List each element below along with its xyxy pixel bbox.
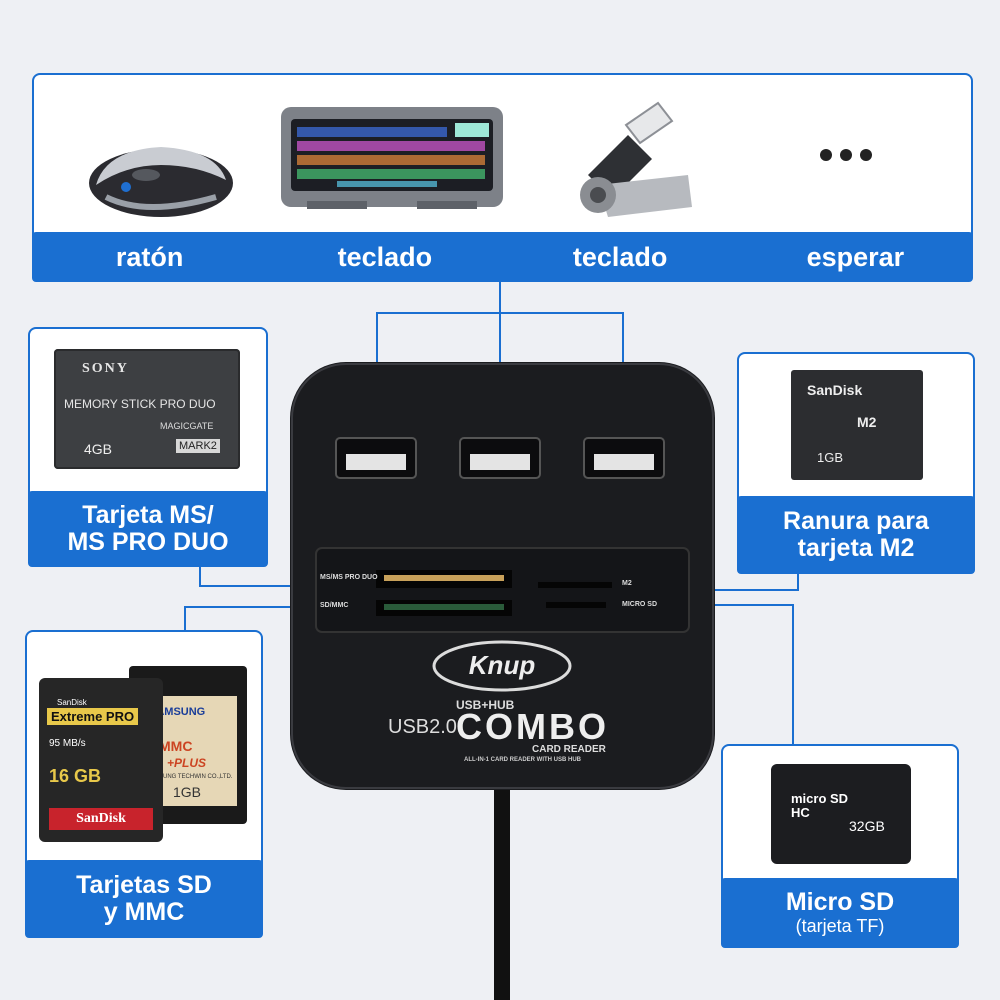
m2-card-panel: SanDisk M2 1GB Ranura para tarjeta M2 xyxy=(737,352,975,574)
micro-sd-label-bar: Micro SD (tarjeta TF) xyxy=(721,878,959,948)
sd-brand: SanDisk xyxy=(57,698,87,707)
label-flash-drive: teclado xyxy=(572,241,668,272)
mmc-type: MMC xyxy=(159,738,193,754)
micro-sd-label-line2: (tarjeta TF) xyxy=(795,915,885,936)
sd-label-bar: Tarjetas SD y MMC xyxy=(25,860,263,938)
m2-label-bar: Ranura para tarjeta M2 xyxy=(737,496,975,574)
m2-capacity: 1GB xyxy=(817,450,844,465)
slot-label-micro: MICRO SD xyxy=(622,601,657,608)
micro-sd-label-line1: Micro SD xyxy=(785,888,895,917)
ms-label-line2: MS PRO DUO xyxy=(67,528,229,556)
hub-allinone: ALL-IN-1 CARD READER WITH USB HUB xyxy=(464,757,581,763)
ms-label-bar: Tarjeta MS/ MS PRO DUO xyxy=(28,491,268,567)
ms-mark: MARK2 xyxy=(176,439,220,453)
mmc-brand: SAMSUNG xyxy=(149,706,206,718)
hub-brand: Knup xyxy=(468,650,536,680)
ms-model: MEMORY STICK PRO DUO xyxy=(64,397,216,411)
m2-card-image: SanDisk M2 1GB xyxy=(791,370,923,480)
ellipsis-icon xyxy=(816,145,876,165)
label-mouse: ratón xyxy=(115,241,184,272)
m2-label-line1: Ranura para xyxy=(783,506,929,535)
m2-label-line2: tarjeta M2 xyxy=(797,534,915,562)
sd-card-image: SanDisk Extreme PRO 95 MB/s 16 GB SanDis… xyxy=(39,678,163,842)
hub-usb: USB2.0 xyxy=(388,716,457,738)
sd-speed: 95 MB/s xyxy=(49,738,86,749)
sd-capacity: 16 GB xyxy=(49,766,102,786)
sd-card-panel: SAMSUNG MMC +PLUS SUNG TECHWIN CO.,LTD. … xyxy=(25,630,263,938)
ms-card-panel: SONY MEMORY STICK PRO DUO MAGICGATE 4GB … xyxy=(28,327,268,567)
usb-hub-device: MS/MS PRO DUO SD/MMC M2 MICRO SD Knup US… xyxy=(288,360,717,1000)
sd-label-line1: Tarjetas SD xyxy=(76,870,212,899)
hub-combo: COMBO xyxy=(456,706,609,747)
micro-sd-panel: micro SD HC 32GB Micro SD (tarjeta TF) xyxy=(721,744,959,948)
usb-flash-drive-icon xyxy=(580,101,692,217)
ms-label-line1: Tarjeta MS/ xyxy=(82,500,214,529)
m2-type: M2 xyxy=(857,414,877,430)
top-devices-panel: ratón teclado teclado esperar xyxy=(32,73,973,282)
top-label-bar: ratón teclado teclado esperar xyxy=(32,232,973,282)
mmc-plus: +PLUS xyxy=(167,756,207,770)
ms-brand: SONY xyxy=(82,361,129,376)
mouse-icon xyxy=(89,147,233,217)
label-keyboard: teclado xyxy=(337,241,433,272)
hub-usbhub: USB+HUB xyxy=(456,698,515,712)
slot-label-sd: SD/MMC xyxy=(320,602,349,609)
hub-reader: CARD READER xyxy=(532,744,606,755)
slot-label-ms: MS/MS PRO DUO xyxy=(320,574,378,581)
m2-brand: SanDisk xyxy=(807,382,863,398)
micro-sd-image: micro SD HC 32GB xyxy=(771,764,911,864)
sd-footer: SanDisk xyxy=(49,808,153,830)
sd-label-line2: y MMC xyxy=(103,898,185,926)
ms-capacity: 4GB xyxy=(84,441,113,457)
micro-sd-logo: micro SD HC xyxy=(791,791,849,821)
mmc-capacity: 1GB xyxy=(173,784,202,800)
slot-label-m2: M2 xyxy=(622,580,632,587)
sd-line: Extreme PRO xyxy=(47,708,139,725)
label-more: esperar xyxy=(806,241,905,272)
mmc-maker: SUNG TECHWIN CO.,LTD. xyxy=(159,774,233,780)
ms-card-image: SONY MEMORY STICK PRO DUO MAGICGATE 4GB … xyxy=(54,349,240,469)
micro-sd-capacity: 32GB xyxy=(849,818,885,834)
keyboard-icon xyxy=(281,107,503,209)
ms-gate: MAGICGATE xyxy=(160,421,214,431)
